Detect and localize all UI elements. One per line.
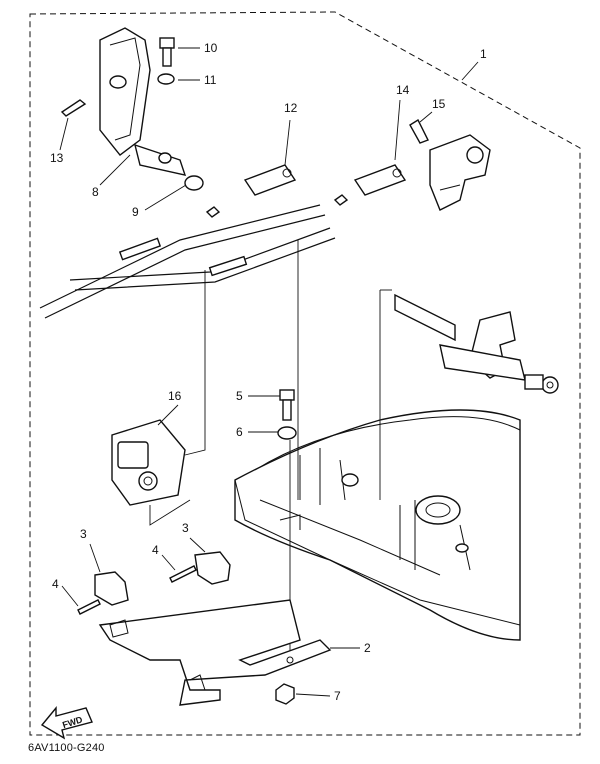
part-15-clip: [409, 118, 429, 144]
part-7-nut: [275, 683, 295, 705]
callout-3b: 3: [182, 521, 189, 535]
callout-13: 13: [50, 151, 64, 165]
throttle-cam: [429, 134, 491, 211]
part-4-pin-left: [77, 599, 101, 615]
callout-9: 9: [132, 205, 139, 219]
callout-15: 15: [432, 97, 446, 111]
part-3-clamp-left: [94, 571, 129, 606]
part-13-clip: [60, 99, 87, 117]
callout-11: 11: [204, 73, 217, 87]
part-3-clamp-right: [194, 551, 231, 585]
part-8-control-lever: [99, 27, 187, 176]
callout-14: 14: [396, 83, 410, 97]
callout-3a: 3: [80, 527, 87, 541]
part-14-cable-joint: [353, 164, 407, 196]
part-10-bolt: [159, 37, 175, 67]
assembly-boundary: [29, 11, 581, 736]
callout-numbers: 1 10 11 12 14 15 13 8 9 16 5 6 2 7 3 3 4…: [50, 41, 487, 703]
callout-4b: 4: [152, 543, 159, 557]
callout-10: 10: [204, 41, 218, 55]
callout-16: 16: [168, 389, 182, 403]
callout-4a: 4: [52, 577, 59, 591]
leader-lines: [59, 47, 479, 697]
control-cables: [39, 204, 336, 319]
part-4-pin-right: [169, 565, 197, 583]
callout-1: 1: [480, 47, 487, 61]
drawing-code: 6AV1100-G240: [28, 742, 105, 754]
callout-2: 2: [364, 641, 371, 655]
shift-shaft-assembly: [394, 293, 559, 394]
fwd-arrow-icon: FWD: [40, 706, 93, 740]
callout-8: 8: [92, 185, 99, 199]
callout-5: 5: [236, 389, 243, 403]
part-6-washer: [277, 426, 297, 440]
part-16-grommet: [111, 419, 186, 506]
callout-6: 6: [236, 425, 243, 439]
part-12-cable-joint: [243, 164, 297, 196]
part-5-bolt: [279, 389, 295, 421]
callout-12: 12: [284, 101, 298, 115]
part-11-washer: [157, 73, 175, 85]
part-2-bracket: [98, 599, 332, 706]
lower-cowling: [234, 409, 521, 641]
callout-7: 7: [334, 689, 341, 703]
part-9-o-ring: [184, 175, 204, 191]
